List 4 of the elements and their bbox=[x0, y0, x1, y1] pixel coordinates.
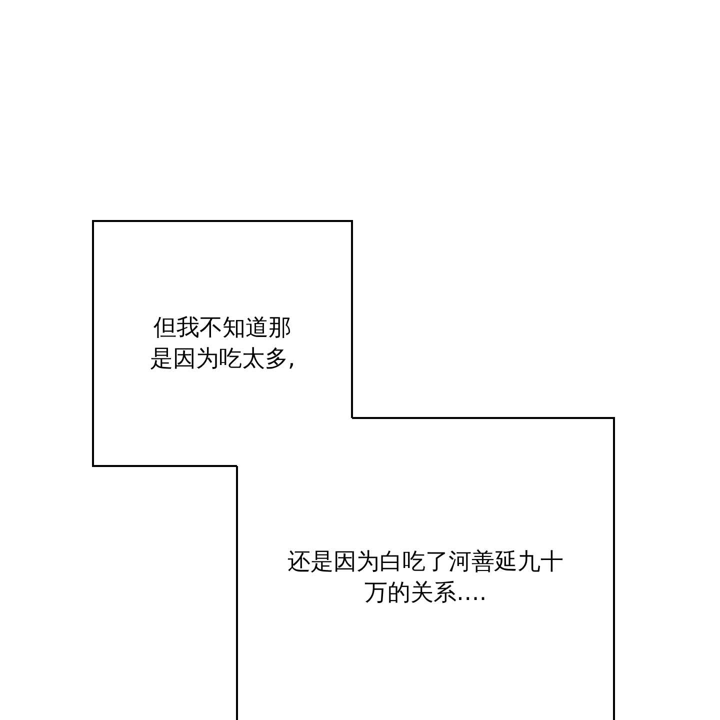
caption-box bbox=[93, 221, 352, 466]
caption-box bbox=[237, 418, 614, 720]
narration-text: 还是因为白吃了河善延九十万的关系…. bbox=[286, 548, 564, 608]
narration-text: 但我不知道那是因为吃太多, bbox=[148, 314, 296, 374]
